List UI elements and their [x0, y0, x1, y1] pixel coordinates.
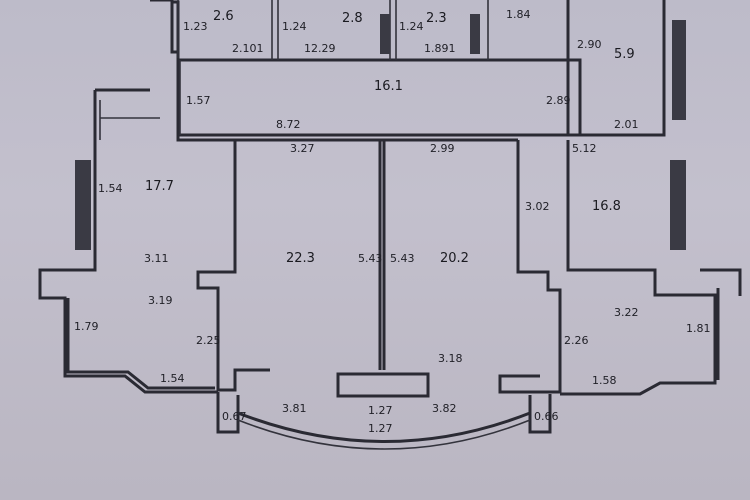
dimension-label: 2.89	[546, 94, 571, 107]
dimension-label: 1.24	[282, 20, 307, 33]
dimension-label: 3.22	[614, 306, 639, 319]
dimension-label: 0.66	[534, 410, 559, 423]
dimension-label: 2.25	[196, 334, 221, 347]
room-area-wc-1: 2.6	[213, 9, 234, 24]
windows	[75, 14, 686, 250]
dimension-label: 8.72	[276, 118, 301, 131]
dimension-label: 1.54	[98, 182, 123, 195]
room-area-kitchen: 5.9	[614, 47, 635, 62]
dimension-label: 2.99	[430, 142, 455, 155]
room-area-bedroom-mid-left: 22.3	[286, 251, 315, 266]
dimension-label: 3.02	[525, 200, 550, 213]
dimension-label: 1.27	[368, 422, 393, 435]
dimension-label: 3.81	[282, 402, 307, 415]
room-area-wc-2: 2.8	[342, 11, 363, 26]
dimension-label: 1.57	[186, 94, 211, 107]
room-area-wc-3: 2.3	[426, 11, 447, 26]
dimension-label: 2.26	[564, 334, 589, 347]
dimension-label: 2.90	[577, 38, 602, 51]
outer-walls	[38, 0, 742, 450]
dimension-label: 1.81	[686, 322, 711, 335]
dimension-labels: 1.23 2.101 1.24 12.29 1.24 1.891 1.84 2.…	[74, 8, 711, 435]
room-area-bedroom-left: 17.7	[145, 179, 174, 194]
dimension-label: 1.79	[74, 320, 99, 333]
room-area-bedroom-mid-right: 20.2	[440, 251, 469, 266]
dimension-label: 0.67	[222, 410, 247, 423]
dimension-label: 1.24	[399, 20, 424, 33]
dimension-label: 1.23	[183, 20, 208, 33]
room-area-bedroom-right: 16.8	[592, 199, 621, 214]
dimension-label: 3.11	[144, 252, 169, 265]
room-area-hall: 16.1	[374, 79, 403, 94]
dimension-label: 2.01	[614, 118, 639, 131]
dimension-label: 5.43	[390, 252, 415, 265]
dimension-label: 3.27	[290, 142, 315, 155]
dimension-label: 3.18	[438, 352, 463, 365]
room-areas: 2.6 2.8 2.3 5.9 16.1 17.7 22.3 20.2 16.8	[145, 9, 635, 266]
dimension-label: 1.54	[160, 372, 185, 385]
dimension-label: 1.84	[506, 8, 531, 21]
dimension-label: 1.891	[424, 42, 456, 55]
dimension-label: 1.27	[368, 404, 393, 417]
dimension-label: 5.12	[572, 142, 597, 155]
dimension-label: 5.43	[358, 252, 383, 265]
interior-walls	[99, 0, 489, 140]
dimension-label: 3.19	[148, 294, 173, 307]
dimension-label: 1.58	[592, 374, 617, 387]
dimension-label: 3.82	[432, 402, 457, 415]
dimension-label: 12.29	[304, 42, 336, 55]
dimension-label: 2.101	[232, 42, 264, 55]
